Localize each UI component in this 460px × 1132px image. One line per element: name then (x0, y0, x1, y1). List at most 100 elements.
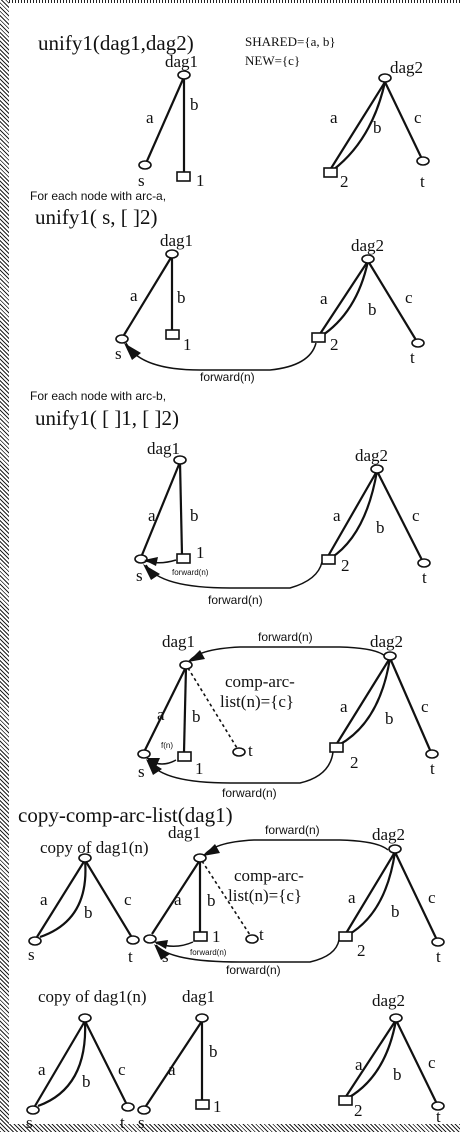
node-t (411, 338, 425, 348)
dag2-arc-a (326, 470, 378, 559)
new-set: NEW={c} (245, 53, 300, 68)
copy-s-label: s (28, 945, 35, 964)
forward-label: forward(n) (208, 593, 263, 607)
dag2-root-node (383, 651, 397, 661)
comp-arc-list-line1: comp-arc- (225, 672, 295, 691)
dag1-label: dag1 (147, 439, 180, 458)
node-1-label: 1 (196, 543, 205, 562)
fn-arrowhead (146, 758, 160, 767)
dag1-root-node (173, 455, 187, 465)
node-s (143, 934, 157, 944)
copy-root-node (78, 1013, 92, 1023)
node-s (115, 334, 129, 344)
dag2-c-label: c (414, 108, 422, 127)
small-forward-label: forward(n) (172, 568, 209, 577)
node-t (425, 749, 439, 759)
dag2-arc-b (347, 851, 397, 936)
arc-b-label: b (190, 95, 199, 114)
dag2-arc-c (388, 657, 432, 751)
panel-6: copy of dag1(n) dag1 dag2 a b c s t a b … (26, 987, 445, 1132)
node-s-label: s (115, 344, 122, 363)
dag1-root-node (177, 70, 191, 80)
dag2-arc-a (344, 851, 396, 936)
node-2 (321, 554, 336, 565)
dag2-root-node (370, 464, 384, 474)
forward-arc (145, 561, 323, 589)
copy-arc-c (84, 1020, 127, 1104)
dag2-c-label: c (421, 697, 429, 716)
node-1 (193, 931, 208, 942)
node-2-label: 2 (354, 1101, 363, 1120)
node-2-label: 2 (341, 556, 350, 575)
node-t (416, 156, 430, 166)
dag2-arc-b (347, 1019, 398, 1099)
arc-a-label: a (148, 506, 156, 525)
arc-a (144, 666, 187, 751)
copy-node-t (121, 1102, 135, 1112)
dag2-label: dag2 (351, 236, 384, 255)
node-s-label: s (138, 1113, 145, 1132)
copy-c-label: c (124, 890, 132, 909)
dag1-root-node (165, 249, 179, 259)
dag2-arc-b (319, 260, 370, 338)
dag1-root-node (179, 660, 193, 670)
dag2-b-label: b (385, 709, 394, 728)
arc-a (140, 461, 182, 556)
arc-a-label: a (130, 286, 138, 305)
copy-b-label: b (84, 903, 93, 922)
copy-a-label: a (40, 890, 48, 909)
dag2-a-label: a (320, 289, 328, 308)
fn-label: f(n) (161, 741, 173, 750)
copy-node-t (126, 935, 140, 945)
arc-a-label: a (146, 108, 154, 127)
copy-label: copy of dag1(n) (38, 987, 147, 1006)
arc-a (123, 255, 173, 336)
dag2-root-node (388, 844, 402, 854)
node-2 (338, 1095, 353, 1106)
panel-1-title: unify1(dag1,dag2) (38, 31, 194, 55)
copy-b-label: b (82, 1072, 91, 1091)
node-t-new (245, 934, 259, 944)
dag2-b-label: b (393, 1065, 402, 1084)
forward-label: forward(n) (226, 963, 281, 977)
node-1 (176, 553, 191, 564)
node-t-label: t (436, 947, 441, 966)
copy-arc-a (34, 1020, 86, 1107)
node-t-label: t (420, 172, 425, 191)
dag2-c-label: c (412, 506, 420, 525)
panel-5: copy-comp-arc-list(dag1) copy of dag1(n)… (18, 803, 445, 977)
arc-a (145, 76, 186, 162)
dag2-arc-c (394, 851, 437, 939)
dag1-root-node (193, 853, 207, 863)
arc-b-label: b (207, 891, 216, 910)
comp-arc-c (201, 860, 251, 936)
node-2 (329, 742, 344, 753)
dag2-b-label: b (376, 518, 385, 537)
node-2 (311, 332, 326, 343)
node-2-label: 2 (357, 941, 366, 960)
panel-5-title: copy-comp-arc-list(dag1) (18, 803, 233, 827)
copy-arc-c (84, 859, 132, 937)
dag2-label: dag2 (370, 632, 403, 651)
small-forward-arrowhead (144, 557, 158, 566)
copy-t-label: t (128, 947, 133, 966)
left-hatched-border (0, 0, 9, 1132)
dag2-arc-a (317, 260, 369, 338)
node-s (138, 160, 152, 170)
node-1-label: 1 (183, 335, 192, 354)
dag1-label: dag1 (162, 632, 195, 651)
copy-arc-b (37, 1020, 87, 1108)
dag1-label: dag1 (165, 52, 198, 71)
panel-2-caption: For each node with arc-a, (30, 189, 166, 203)
forward-arrowhead (154, 944, 170, 960)
panel-3: For each node with arc-b, unify1( [ ]1, … (30, 389, 431, 607)
copy-node-s (26, 1105, 40, 1115)
node-2-label: 2 (330, 335, 339, 354)
node-t-new (232, 747, 246, 757)
node-s (137, 1105, 151, 1115)
dag2-b-label: b (373, 118, 382, 137)
dag2-b-label: b (368, 300, 377, 319)
forward-arrowhead (124, 343, 141, 360)
panel-3-caption: For each node with arc-b, (30, 389, 166, 403)
